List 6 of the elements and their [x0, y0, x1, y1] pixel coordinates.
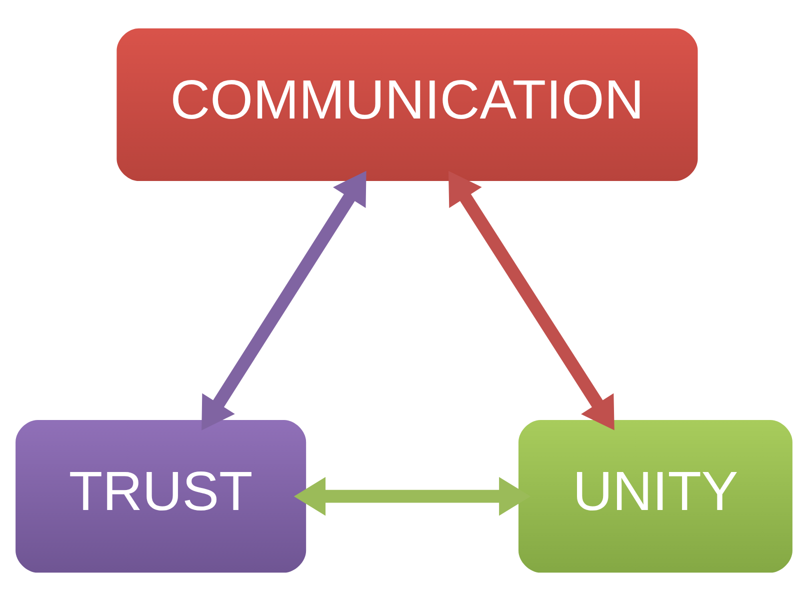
arrow — [294, 476, 531, 516]
arrow — [202, 170, 366, 430]
arrow — [448, 170, 614, 430]
node-box: TRUST — [16, 420, 306, 572]
node-box: UNITY — [518, 420, 792, 572]
node-box: COMMUNICATION — [116, 28, 698, 180]
